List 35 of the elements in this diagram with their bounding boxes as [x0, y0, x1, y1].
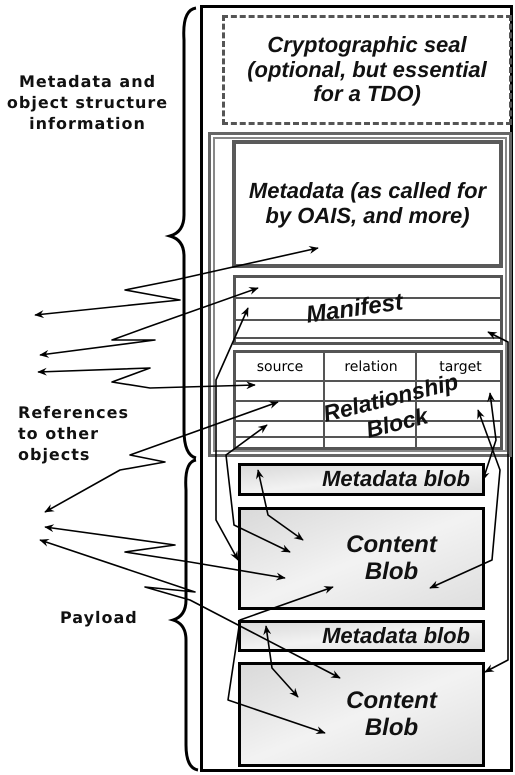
arrow — [429, 409, 501, 589]
content-blob-box — [238, 507, 485, 610]
arrow — [34, 246, 319, 318]
metadata-blob-box — [238, 463, 485, 496]
box-text: Content Blob — [345, 532, 439, 586]
box-title: Manifest — [304, 289, 405, 330]
box-text: Metadata blob — [322, 624, 471, 648]
seal-box — [222, 15, 512, 125]
box-text: Metadata (as called for by OAIS, and more) — [248, 179, 488, 229]
arrow — [256, 469, 304, 541]
metadata-group-frame — [208, 132, 512, 457]
box-text: Cryptographic seal (optional, but essential for a TDO) — [247, 33, 487, 107]
brace-label: Payload — [60, 608, 139, 629]
column-header: target — [438, 358, 483, 376]
arrow — [227, 586, 334, 734]
arrow — [37, 367, 256, 390]
arrow — [39, 539, 341, 679]
content-blob-box — [238, 662, 485, 767]
box-text: Content Blob — [345, 688, 439, 742]
arrow — [482, 392, 497, 481]
metadata-box — [232, 140, 503, 268]
object-frame — [200, 5, 513, 772]
brace-label: Metadata and object structure information — [6, 72, 170, 134]
arrow — [39, 287, 259, 358]
arrow — [484, 331, 509, 673]
metadata-blob-box — [238, 620, 485, 652]
box-text: Metadata blob — [322, 467, 471, 492]
column-header: relation — [343, 358, 399, 376]
arrow — [225, 424, 291, 553]
arrow — [44, 524, 286, 580]
arrow — [44, 401, 279, 513]
brace-label: References to other objects — [18, 403, 130, 466]
arrow — [215, 307, 249, 561]
arrow — [263, 625, 299, 698]
column-header: source — [256, 358, 304, 377]
